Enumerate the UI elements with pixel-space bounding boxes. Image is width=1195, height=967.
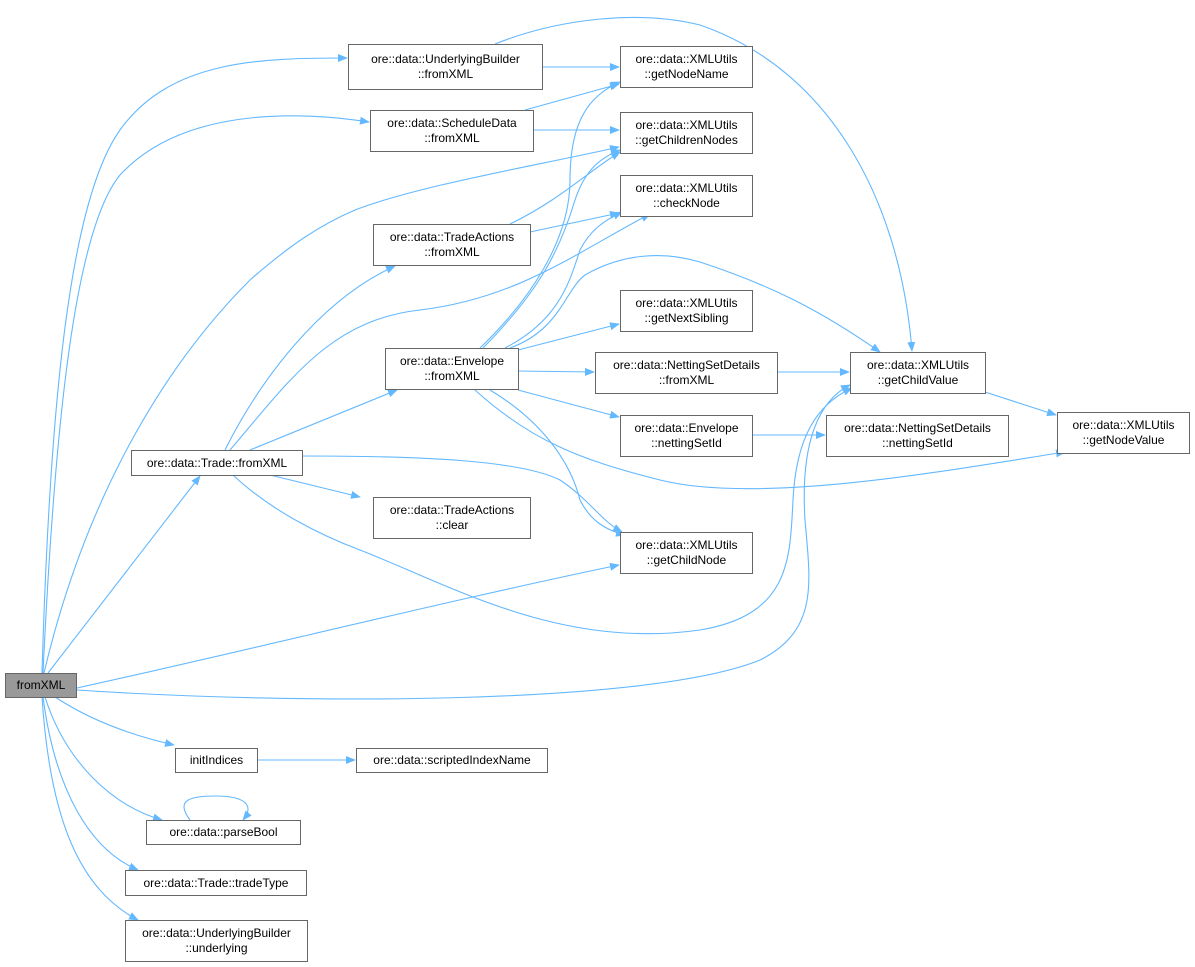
node-label: ::fromXML [417,67,474,81]
edge-env-checknode [504,211,623,349]
node-label: ore::data::ScheduleData [387,116,517,130]
node-label: ore::data::parseBool [169,825,278,839]
node-label: ore::data::TradeActions [389,503,515,517]
edge-getchildvalue-getnodevalue [984,391,1057,417]
node-label: ::nettingSetId [882,436,953,450]
node-getchildvalue[interactable]: ore::data::XMLUtils::getChildValue [850,352,986,394]
edge-root-parsebool [44,696,163,822]
edge-root-tradetype [42,696,139,871]
edge-env-getnodevalue [474,389,1066,490]
node-root[interactable]: fromXML [5,673,77,698]
node-label: ore::data::Trade::tradeType [143,875,289,890]
node-label: ::getNodeValue [1082,433,1165,447]
node-label: ore::data::XMLUtils [866,358,970,372]
node-label: ore::data::XMLUtils [1072,418,1175,432]
node-label: ::fromXML [424,131,480,145]
edge-root-initindices [54,696,175,747]
node-getnextsibling[interactable]: ore::data::XMLUtils::getNextSibling [620,290,753,332]
edge-env-getchildvalue [509,255,881,353]
node-label: ore::data::UnderlyingBuilder [371,52,520,66]
edge-root-getchildrennodes [43,145,620,674]
node-label: ::getNodeName [644,67,729,81]
edge-root-getchildnode [76,562,620,689]
node-label: ::getChildrenNodes [635,133,738,147]
edge-trade-checknode [229,213,651,451]
node-label: ::fromXML [424,369,480,383]
edge-env-getchildnode [489,389,626,537]
edge-ta-getchildrennodes [509,151,621,225]
node-label: ore::data::TradeActions [389,230,515,244]
node-scriptedindexname[interactable]: ore::data::scriptedIndexName [356,748,548,773]
node-initindices[interactable]: initIndices [175,748,258,773]
edge-env-getchildrennodes [482,149,621,349]
node-sd-fromxml[interactable]: ore::data::ScheduleData::fromXML [370,110,534,152]
edge-parsebool-self [183,795,252,821]
node-label: ore::data::Trade::fromXML [146,455,288,470]
edge-trade-env-fromxml [249,389,398,451]
node-trade-fromxml[interactable]: ore::data::Trade::fromXML [131,450,303,476]
edge-env-getnextsibling [517,322,620,351]
node-parsebool[interactable]: ore::data::parseBool [146,820,301,845]
node-label: ::getChildValue [877,373,959,387]
edge-trade-getchildnode [301,455,623,533]
node-label: ore::data::Envelope [634,421,739,435]
node-env-fromxml[interactable]: ore::data::Envelope::fromXML [385,348,519,390]
edge-env-nettingsetid [517,389,620,419]
node-nsd-fromxml[interactable]: ore::data::NettingSetDetails::fromXML [595,352,778,394]
node-label: ore::data::XMLUtils [635,118,738,132]
node-getnodevalue[interactable]: ore::data::XMLUtils::getNodeValue [1057,412,1190,454]
node-label: initIndices [189,753,244,767]
node-label: ::checkNode [653,196,720,210]
node-label: ore::data::Envelope [399,354,505,368]
node-ta-fromxml[interactable]: ore::data::TradeActions::fromXML [373,224,531,266]
edge-ta-checknode [529,210,620,233]
node-tradetype[interactable]: ore::data::Trade::tradeType [125,870,307,896]
node-ub-fromxml[interactable]: ore::data::UnderlyingBuilder::fromXML [348,44,543,90]
node-label: ::underlying [185,941,248,955]
edge-trade-ta-fromxml [224,265,396,451]
edge-sd-getnodename [524,82,620,111]
node-label: ore::data::UnderlyingBuilder [142,926,291,940]
node-ta-clear[interactable]: ore::data::TradeActions::clear [373,497,531,539]
edge-root-sd-fromxml [42,115,370,674]
edge-trade-ta-clear [269,474,361,499]
edge-root-getchildvalue [76,384,851,700]
node-nsd-nettingsetid[interactable]: ore::data::NettingSetDetails::nettingSet… [826,415,1009,457]
node-getchildnode[interactable]: ore::data::XMLUtils::getChildNode [620,532,753,574]
node-label: ::getChildNode [646,553,727,567]
node-getchildrennodes[interactable]: ore::data::XMLUtils::getChildrenNodes [620,112,753,154]
edge-env-nsd-fromxml [517,367,595,376]
edge-trade-getchildvalue [232,387,853,635]
node-ub-underlying[interactable]: ore::data::UnderlyingBuilder::underlying [125,920,308,962]
edge-root-ub-underlying [41,696,139,921]
node-label: ::clear [435,518,469,532]
node-getnodename[interactable]: ore::data::XMLUtils::getNodeName [620,46,753,88]
node-env-nettingsetid[interactable]: ore::data::Envelope::nettingSetId [620,415,753,457]
node-label: ::nettingSetId [651,436,722,450]
node-label: fromXML [16,678,66,692]
edge-root-ub-fromxml [41,54,348,674]
node-label: ore::data::NettingSetDetails [844,421,991,435]
node-label: ore::data::XMLUtils [635,538,738,552]
edge-ub-getchildvalue [494,16,916,352]
node-label: ::getNextSibling [644,311,729,325]
node-label: ::fromXML [658,373,715,387]
node-label: ore::data::XMLUtils [635,181,738,195]
node-label: ore::data::XMLUtils [635,52,738,66]
node-label: ore::data::scriptedIndexName [373,753,531,767]
edge-env-getnodename [479,81,621,349]
edge-root-trade-fromxml [47,475,201,674]
node-checknode[interactable]: ore::data::XMLUtils::checkNode [620,175,753,217]
node-label: ore::data::XMLUtils [635,296,738,310]
node-label: ore::data::NettingSetDetails [613,358,760,372]
node-label: ::fromXML [424,245,480,259]
